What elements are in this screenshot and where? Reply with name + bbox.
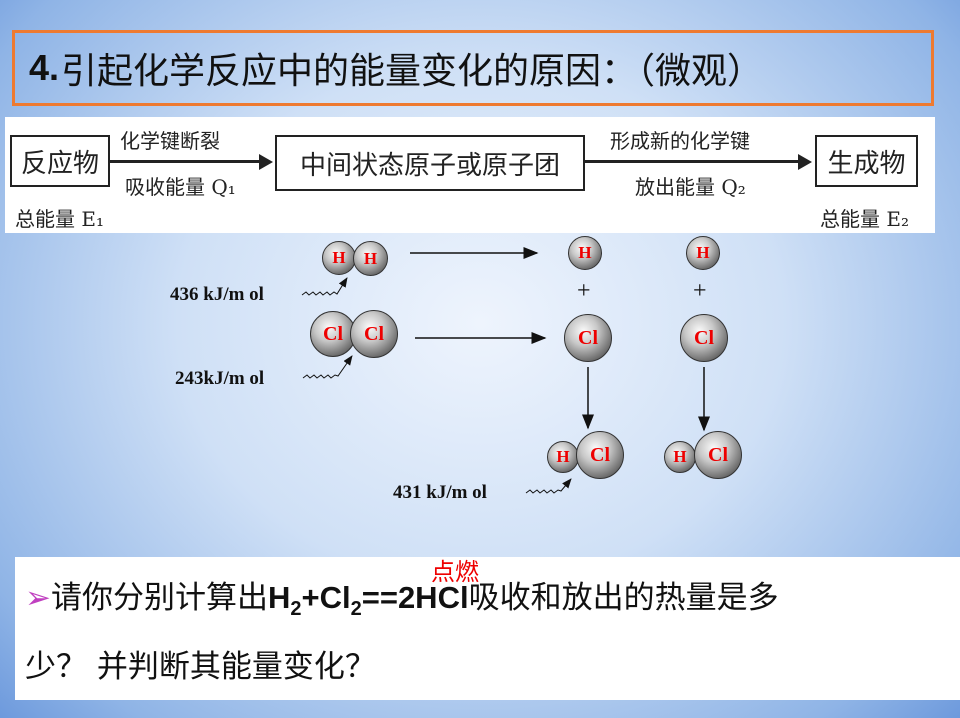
h-atom: H: [664, 441, 696, 473]
hh-bond-energy: 436 kJ/m ol: [170, 284, 264, 305]
eq-product: ==2HCl: [361, 580, 469, 615]
wavy-arrow-hcl: [525, 478, 572, 494]
product-energy-label: 总能量 E₂: [820, 207, 909, 231]
cl-atom: Cl: [694, 431, 742, 479]
reactant-box: 反应物: [10, 135, 110, 187]
question-line-1: ➢请你分别计算出H2+Cl2==2HCl吸收和放出的热量是多: [25, 569, 960, 638]
question-box: ➢请你分别计算出H2+Cl2==2HCl吸收和放出的热量是多 少？ 并判断其能量…: [15, 557, 960, 700]
h-atom: H: [547, 441, 579, 473]
cl-atom: Cl: [350, 310, 398, 358]
clcl-bond-energy: 243kJ/m ol: [175, 368, 265, 389]
h-atom: H: [686, 236, 720, 270]
title-number: 4.: [29, 47, 60, 88]
question-line-2: 少？ 并判断其能量变化？: [25, 649, 376, 686]
question-prefix: 请你分别计算出: [50, 580, 268, 616]
arrow-head-icon: [798, 154, 812, 170]
wavy-arrow-hh: [301, 277, 348, 296]
arrow-line: [110, 160, 260, 163]
cl-atom: Cl: [576, 431, 624, 479]
cl-atom: Cl: [564, 314, 612, 362]
hcl-bond-energy: 431 kJ/m ol: [393, 482, 487, 503]
bullet-arrow-icon: ➢: [25, 580, 51, 616]
step2-bottom-label: 放出能量 Q₂: [635, 175, 746, 199]
title-text: 引起化学反应中的能量变化的原因：（微观）: [61, 51, 764, 92]
arrow-head-icon: [259, 154, 273, 170]
cl-atom: Cl: [680, 314, 728, 362]
h-atom: H: [322, 241, 356, 275]
wavy-arrow-clcl: [302, 355, 353, 379]
question-suffix: 吸收和放出的热量是多: [468, 580, 779, 616]
reactant-energy-label: 总能量 E₁: [15, 207, 104, 231]
eq-cl: +Cl: [301, 580, 351, 615]
product-box: 生成物: [815, 135, 918, 187]
plus-sign: +: [693, 278, 707, 304]
h-atom: H: [568, 236, 602, 270]
slide-title: 4. 引起化学反应中的能量变化的原因：（微观）: [12, 30, 934, 106]
intermediate-box: 中间状态原子或原子团: [275, 135, 585, 191]
plus-sign: +: [577, 278, 591, 304]
reaction-condition: 点燃: [431, 558, 479, 586]
h-atom: H: [353, 241, 388, 276]
step1-bottom-label: 吸收能量 Q₁: [125, 175, 236, 199]
equation: H2+Cl2==2HCl: [267, 580, 469, 620]
step2-top-label: 形成新的化学键: [610, 129, 750, 153]
arrow-line: [585, 160, 800, 163]
eq-sub: 2: [350, 598, 362, 621]
eq-h: H: [267, 580, 291, 615]
step1-top-label: 化学键断裂: [120, 129, 220, 153]
energy-flow-diagram: 反应物 化学键断裂 吸收能量 Q₁ 中间状态原子或原子团 形成新的化学键 放出能…: [5, 117, 935, 233]
eq-sub: 2: [290, 598, 302, 621]
